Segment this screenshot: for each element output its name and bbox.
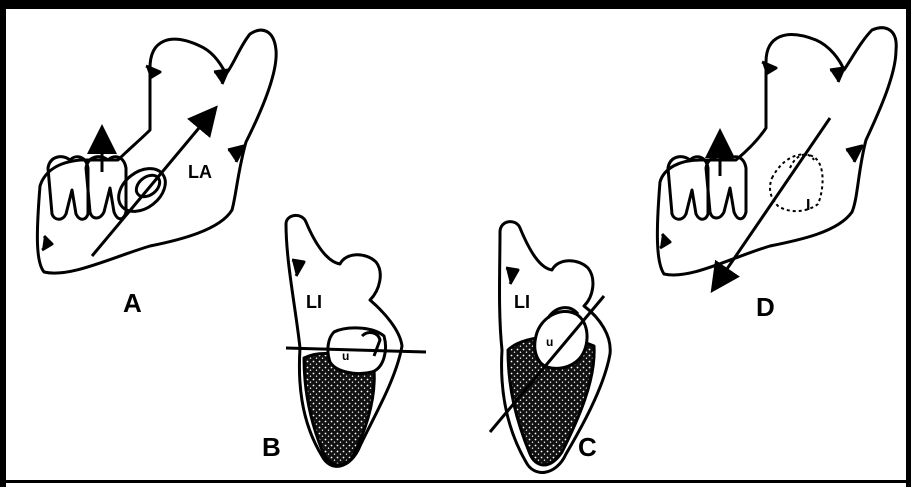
panel-b-cross-section <box>286 215 402 466</box>
panel-b-axis <box>286 348 426 352</box>
panel-c-annotation: LI <box>514 292 530 312</box>
panel-a-annotation: LA <box>188 162 212 182</box>
panel-d-annotation: I <box>806 197 810 214</box>
panel-a-mandible <box>37 30 276 273</box>
panel-label-b: B <box>262 434 281 460</box>
panel-b-annotation: LI <box>306 292 322 312</box>
panel-label-a: A <box>123 290 142 316</box>
panel-b-tooth-label: u <box>342 349 349 363</box>
panel-label-c: C <box>578 434 597 460</box>
panel-c-tooth-label: u <box>546 335 553 349</box>
panel-d-mandible <box>657 28 896 275</box>
panel-label-d: D <box>756 294 775 320</box>
